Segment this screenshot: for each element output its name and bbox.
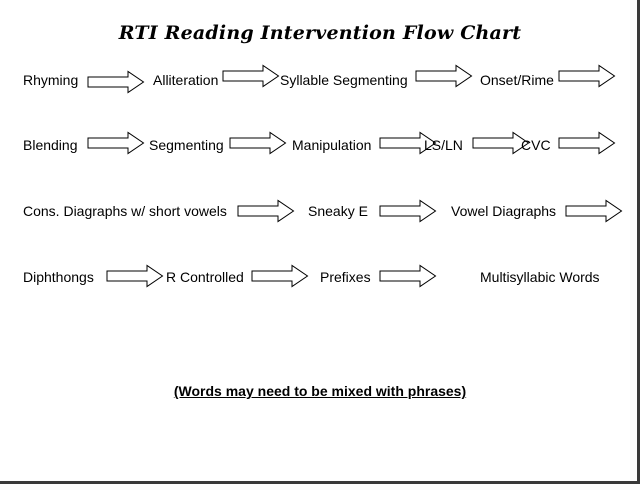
flow-arrow-icon [379, 131, 437, 155]
footnote: (Words may need to be mixed with phrases… [173, 383, 467, 399]
flow-arrow-icon [558, 131, 616, 155]
flow-arrow-icon [379, 199, 437, 223]
step-sneaky-e: Sneaky E [308, 203, 368, 219]
flow-arrow-icon [415, 64, 473, 88]
step-ls-ln: LS/LN [424, 137, 463, 153]
flow-arrow-icon [251, 264, 309, 288]
step-alliteration: Alliteration [153, 72, 219, 88]
flow-arrow-icon [472, 131, 530, 155]
step-rhyming: Rhyming [23, 72, 79, 88]
flow-arrow-icon [379, 264, 437, 288]
flow-arrow-icon [87, 131, 145, 155]
step-blending: Blending [23, 137, 78, 153]
window-frame-bottom [0, 481, 640, 484]
page-title: RTI Reading Intervention Flow Chart [118, 22, 522, 44]
flow-arrow-icon [222, 64, 280, 88]
step-cons-diagraphs: Cons. Diagraphs w/ short vowels [23, 203, 227, 219]
step-prefixes: Prefixes [320, 269, 371, 285]
step-manipulation: Manipulation [292, 137, 372, 153]
step-diphthongs: Diphthongs [23, 269, 94, 285]
step-onset-rime: Onset/Rime [480, 72, 554, 88]
flow-arrow-icon [558, 64, 616, 88]
step-r-controlled: R Controlled [166, 269, 244, 285]
flow-arrow-icon [229, 131, 287, 155]
flow-arrow-icon [87, 70, 145, 94]
step-cvc: CVC [521, 137, 551, 153]
step-segmenting: Segmenting [149, 137, 224, 153]
step-syllable-segmenting: Syllable Segmenting [280, 72, 408, 88]
step-vowel-diagraphs: Vowel Diagraphs [451, 203, 557, 219]
step-multisyllabic-words: Multisyllabic Words [480, 269, 600, 285]
window-frame-right [637, 0, 640, 484]
flow-arrow-icon [106, 264, 164, 288]
flow-arrow-icon [565, 199, 623, 223]
flow-arrow-icon [237, 199, 295, 223]
